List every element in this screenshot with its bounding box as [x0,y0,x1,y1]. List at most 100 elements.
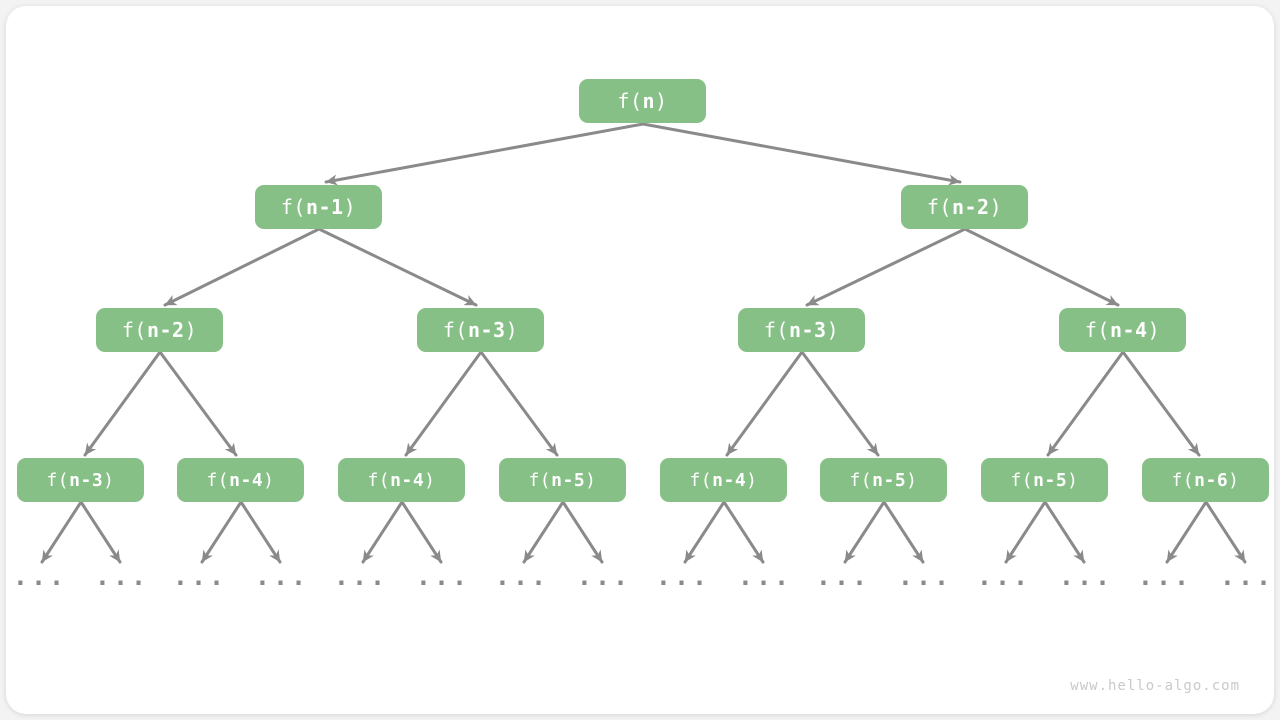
edge [79,500,122,564]
node-l4-f-n-6: f(n-6) [1142,458,1269,502]
edge [805,227,967,307]
node-l4-f-n-4b: f(n-4) [338,458,465,502]
node-l4-f-n-5c: f(n-5) [981,458,1108,502]
ellipsis: ... [494,562,550,591]
node-l4-f-n-4c: f(n-4) [660,458,787,502]
edge [1204,500,1247,564]
watermark: www.hello-algo.com [1070,678,1240,694]
edge [324,122,645,186]
edge [317,227,478,307]
edge [404,350,483,457]
tree-edges [40,122,1247,564]
node-label-suffix: ) [184,318,198,342]
node-l4-f-n-5: f(n-5) [499,458,626,502]
edge [683,500,726,564]
ellipsis: ... [815,562,871,591]
node-label-prefix: f( [367,469,391,491]
edge [83,350,162,457]
edge [522,500,565,564]
node-label-suffix: ) [655,89,668,113]
edge [1121,350,1201,457]
node-label-suffix: ) [263,469,275,491]
node-label-arg: n-5 [1033,469,1068,491]
node-label-prefix: f( [849,469,873,491]
node-label-prefix: f( [689,469,713,491]
ellipsis: ... [333,562,389,591]
ellipsis: ... [12,562,68,591]
node-label-suffix: ) [343,195,357,219]
edge [882,500,925,564]
node-l3-f-n-3b: f(n-3) [738,308,865,352]
edge [1004,500,1047,564]
ellipsis: ... [94,562,150,591]
edge [400,500,443,564]
node-label-suffix: ) [1067,469,1079,491]
node-label-arg: n-2 [951,195,990,219]
edge [561,500,604,564]
ellipsis: ... [254,562,310,591]
node-label-prefix: f( [121,318,147,342]
node-label-prefix: f( [1010,469,1034,491]
node-label-prefix: f( [1084,318,1110,342]
node-l2-f-n-2: f(n-2) [901,185,1028,229]
node-label-prefix: f( [442,318,468,342]
node-label-suffix: ) [906,469,918,491]
node-l3-f-n-4: f(n-4) [1059,308,1186,352]
node-label-arg: n-3 [467,318,506,342]
node-label-suffix: ) [424,469,436,491]
edge [843,500,886,564]
edge [200,500,243,564]
node-label-arg: n-1 [305,195,344,219]
node-label-prefix: f( [46,469,70,491]
node-l4-f-n-4: f(n-4) [177,458,304,502]
node-label-arg: n-3 [788,318,827,342]
node-label-prefix: f( [617,89,643,113]
node-l3-f-n-2: f(n-2) [96,308,223,352]
edge [163,227,321,307]
node-label-suffix: ) [989,195,1003,219]
node-label-prefix: f( [1171,469,1195,491]
edge [239,500,282,564]
ellipsis: ... [1219,562,1275,591]
node-label-arg: n-4 [712,469,747,491]
ellipsis: ... [1058,562,1114,591]
edge [361,500,404,564]
node-label-arg: n-5 [872,469,907,491]
node-label-prefix: f( [763,318,789,342]
edge [800,350,880,457]
node-label-prefix: f( [280,195,306,219]
ellipsis: ... [415,562,471,591]
ellipsis: ... [897,562,953,591]
node-label-prefix: f( [926,195,952,219]
ellipsis: ... [1137,562,1193,591]
node-l4-f-n-3: f(n-3) [17,458,144,502]
edge [1165,500,1208,564]
node-l1-f-n: f(n) [579,79,706,123]
node-label-arg: n-4 [229,469,264,491]
node-label-suffix: ) [505,318,519,342]
node-label-suffix: ) [1228,469,1240,491]
node-label-suffix: ) [585,469,597,491]
edge [963,227,1120,307]
edge [1043,500,1086,564]
node-label-arg: n [642,89,656,113]
node-label-arg: n-3 [69,469,104,491]
ellipsis: ... [976,562,1032,591]
node-l4-f-n-5b: f(n-5) [820,458,947,502]
node-label-prefix: f( [528,469,552,491]
ellipsis: ... [576,562,632,591]
node-label-arg: n-2 [146,318,185,342]
node-label-arg: n-4 [1109,318,1148,342]
edge [641,122,962,186]
edge [479,350,559,457]
edge [158,350,238,457]
node-label-suffix: ) [746,469,758,491]
node-label-arg: n-4 [390,469,425,491]
edge [722,500,765,564]
node-label-prefix: f( [206,469,230,491]
ellipsis: ... [172,562,228,591]
edge [1046,350,1125,457]
node-label-suffix: ) [103,469,115,491]
